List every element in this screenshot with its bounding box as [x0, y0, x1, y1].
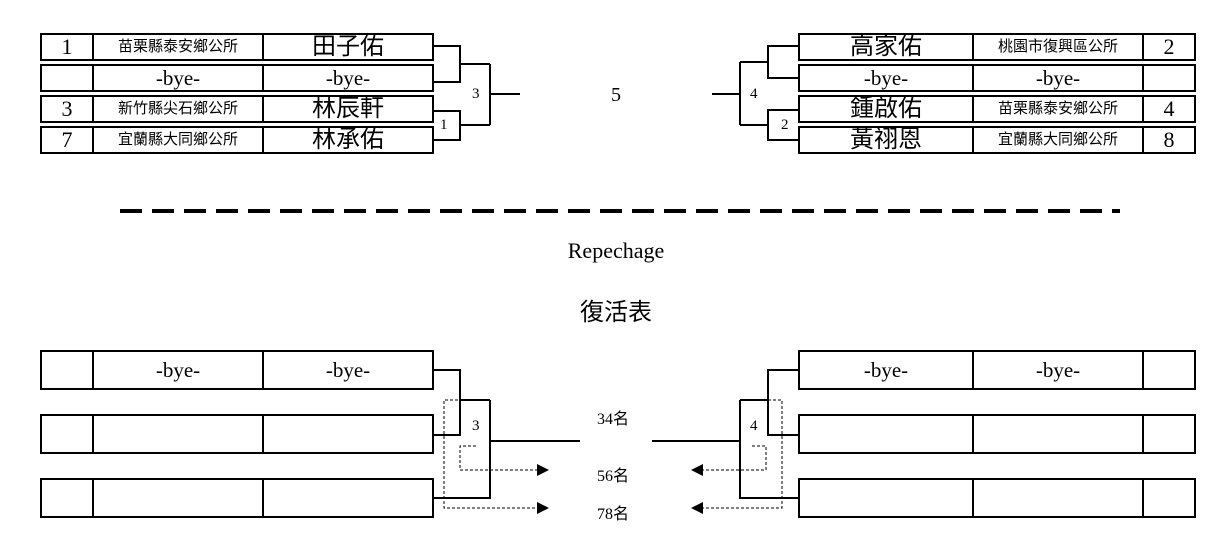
team-cell	[972, 478, 1144, 518]
athlete-name-cell	[798, 414, 974, 454]
team-cell: 新竹縣尖石鄉公所	[92, 95, 264, 123]
seed-cell	[40, 350, 94, 390]
seed-cell	[40, 414, 94, 454]
seed-cell: 3	[40, 95, 94, 123]
match-number-3: 3	[472, 86, 480, 102]
athlete-name-cell: 高家佑	[798, 33, 974, 61]
seed-cell: 2	[1142, 33, 1196, 61]
athlete-name-cell	[262, 478, 434, 518]
seed-cell	[1142, 414, 1196, 454]
match-number-4: 4	[750, 86, 758, 102]
team-cell	[92, 478, 264, 518]
place-label-34: 34名	[597, 411, 630, 428]
seed-cell: 7	[40, 126, 94, 154]
athlete-name-cell: -bye-	[262, 64, 434, 92]
team-cell: 桃園市復興區公所	[972, 33, 1144, 61]
place-label-56: 56名	[597, 468, 630, 485]
team-cell: 宜蘭縣大同鄉公所	[972, 126, 1144, 154]
seed-cell	[40, 64, 94, 92]
athlete-name-cell	[798, 478, 974, 518]
seed-cell: 1	[40, 33, 94, 61]
athlete-name-cell: 田子佑	[262, 33, 434, 61]
place-label-78: 78名	[597, 506, 630, 523]
seed-cell	[40, 478, 94, 518]
rep-dashed-left-inner	[459, 445, 540, 471]
athlete-name-cell: 鍾啟佑	[798, 95, 974, 123]
rep-connector-left-a	[432, 369, 461, 436]
connector-right-top	[767, 45, 800, 79]
team-cell: 宜蘭縣大同鄉公所	[92, 126, 264, 154]
seed-cell: 4	[1142, 95, 1196, 123]
team-cell	[972, 414, 1144, 454]
team-cell: 苗栗縣泰安鄉公所	[92, 33, 264, 61]
athlete-name-cell: 林承佑	[262, 126, 434, 154]
rep-connector-right-a	[767, 369, 800, 436]
seed-cell	[1142, 478, 1196, 518]
arrow-left-78	[537, 502, 549, 514]
match-number-2: 2	[781, 117, 789, 133]
arrow-left-56	[537, 464, 549, 476]
repechage-title-zh: 復活表	[580, 300, 652, 326]
athlete-name-cell: 黃祤恩	[798, 126, 974, 154]
athlete-name-cell: -bye-	[798, 350, 974, 390]
rep-connector-left-b	[432, 400, 491, 499]
team-cell: -bye-	[972, 64, 1144, 92]
seed-cell	[1142, 64, 1196, 92]
team-cell	[92, 414, 264, 454]
seed-cell: 8	[1142, 126, 1196, 154]
rep-match-number-left: 3	[472, 418, 480, 434]
athlete-name-cell: -bye-	[798, 64, 974, 92]
team-cell: -bye-	[92, 350, 264, 390]
seed-cell	[1142, 350, 1196, 390]
match-number-1: 1	[440, 117, 448, 133]
arrow-right-78	[691, 502, 703, 514]
athlete-name-cell: -bye-	[262, 350, 434, 390]
rep-match-number-right: 4	[750, 418, 758, 434]
team-cell: -bye-	[972, 350, 1144, 390]
arrow-right-56	[691, 464, 703, 476]
rep-connector-right-b	[739, 400, 800, 499]
team-cell: 苗栗縣泰安鄉公所	[972, 95, 1144, 123]
repechage-title-en: Repechage	[567, 238, 665, 263]
final-match-number: 5	[611, 84, 621, 106]
rep-dashed-left-outer	[443, 399, 540, 509]
athlete-name-cell: 林辰軒	[262, 95, 434, 123]
rep-dashed-right-outer	[700, 399, 783, 509]
rep-dashed-right-inner	[700, 445, 767, 471]
athlete-name-cell	[262, 414, 434, 454]
team-cell: -bye-	[92, 64, 264, 92]
connector-left-top	[432, 45, 461, 83]
